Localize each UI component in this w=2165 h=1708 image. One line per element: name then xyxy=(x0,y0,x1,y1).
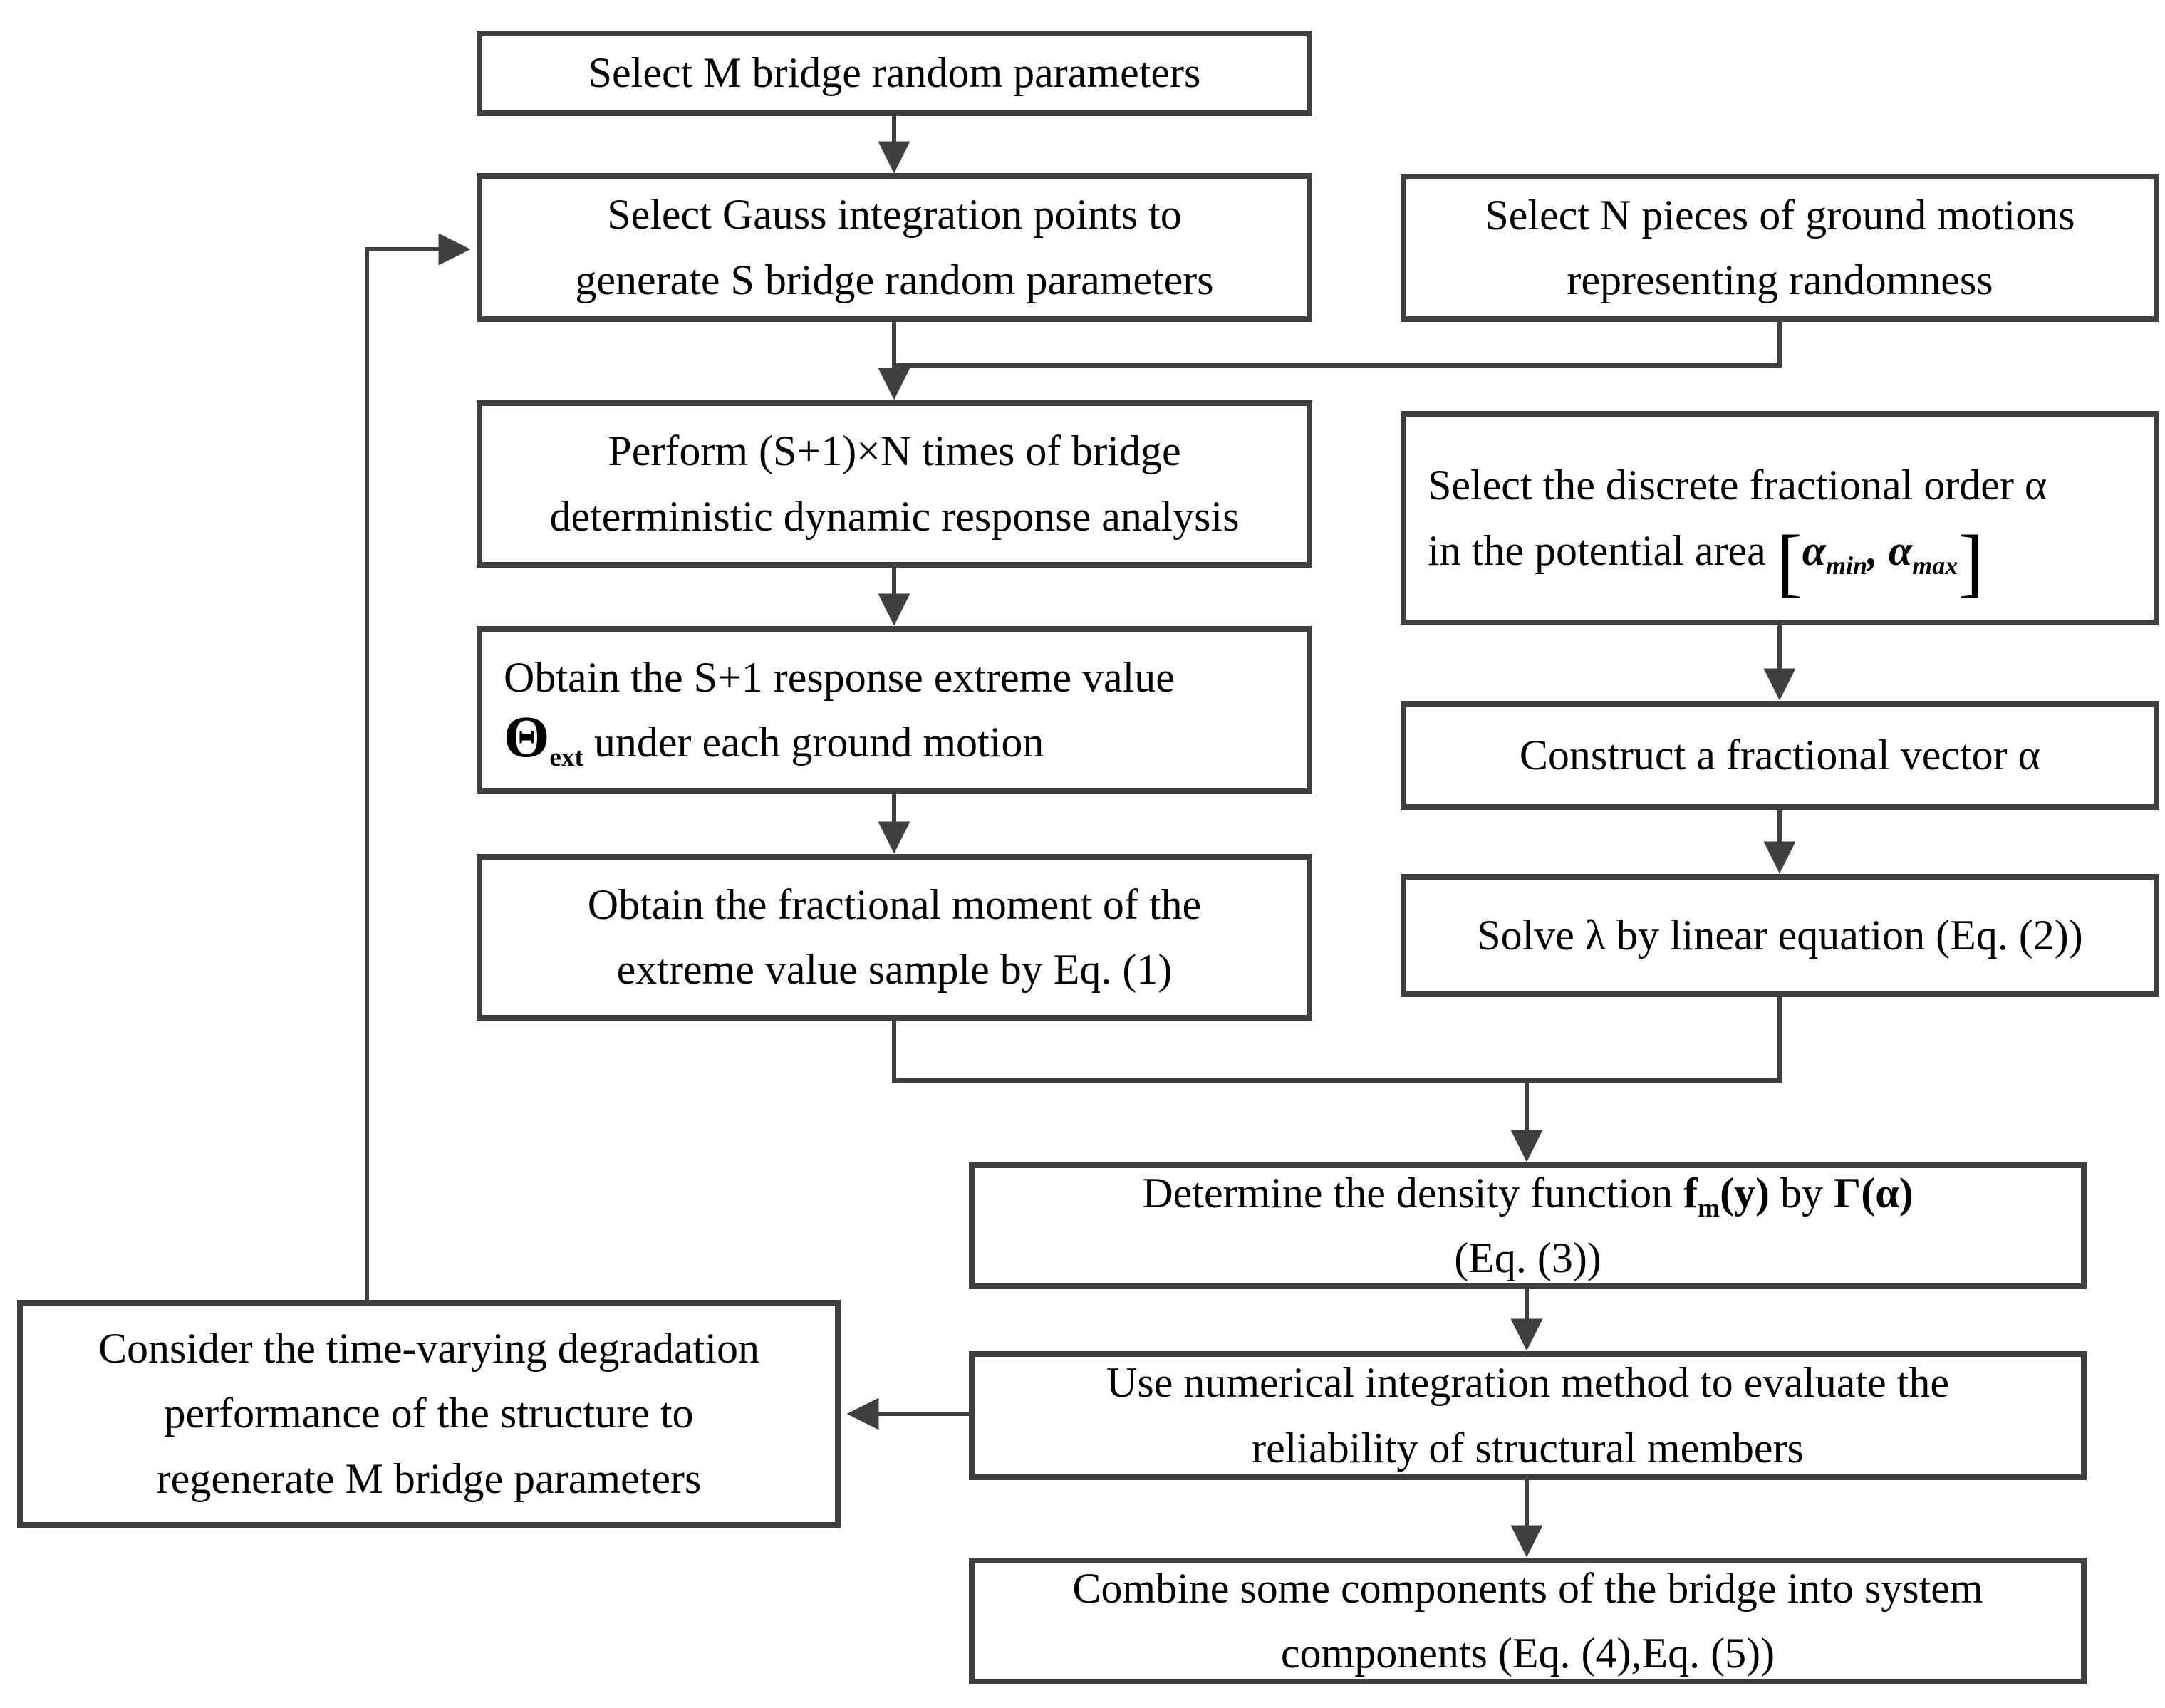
node-select-gauss-points: Select Gauss integration points to gener… xyxy=(477,173,1312,322)
elbow-solve-merge xyxy=(1525,997,1782,1083)
node-text: Select Gauss integration points to xyxy=(607,191,1182,239)
left-bracket: [ xyxy=(1776,519,1802,605)
node-obtain-fractional-moment: Obtain the fractional moment of the extr… xyxy=(477,854,1312,1021)
node-text: Use numerical integration method to eval… xyxy=(1106,1359,1949,1407)
node-text: components (Eq. (4),Eq. (5)) xyxy=(1280,1630,1775,1677)
node-select-m-parameters: Select M bridge random parameters xyxy=(477,31,1312,116)
theta-subscript: ext xyxy=(549,743,583,772)
node-text: generate S bridge random parameters xyxy=(575,256,1214,303)
node-solve-lambda: Solve λ by linear equation (Eq. (2)) xyxy=(1401,874,2159,997)
node-text: Obtain the fractional moment of the xyxy=(587,880,1202,928)
node-text: Combine some components of the bridge in… xyxy=(1072,1564,1983,1612)
node-consider-degradation: Consider the time-varying degradation pe… xyxy=(17,1300,841,1528)
node-construct-vector: Construct a fractional vector α xyxy=(1401,701,2159,810)
node-select-fractional-order: Select the discrete fractional order α i… xyxy=(1401,411,2159,625)
theta-symbol: Θ xyxy=(504,704,550,769)
node-select-ground-motions: Select N pieces of ground motions repres… xyxy=(1401,174,2159,322)
node-text: representing randomness xyxy=(1567,256,1993,303)
node-text: in the potential area [αmin, αmax] xyxy=(1428,519,1983,600)
node-text: (Eq. (3)) xyxy=(1454,1234,1601,1281)
node-determine-density: Determine the density function fm(y) by … xyxy=(969,1162,2087,1289)
node-text: Perform (S+1)×N times of bridge xyxy=(608,427,1181,475)
gamma-alpha-symbol: Γ(α) xyxy=(1834,1169,1914,1217)
node-text: Construct a fractional vector α xyxy=(1519,731,2041,779)
node-numerical-integration: Use numerical integration method to eval… xyxy=(969,1351,2087,1480)
node-text: extreme value sample by Eq. (1) xyxy=(616,946,1173,993)
node-text: deterministic dynamic response analysis xyxy=(549,492,1240,540)
node-text: Select N pieces of ground motions xyxy=(1485,191,2075,239)
node-text: Determine the density function fm(y) by … xyxy=(1142,1161,1913,1226)
node-text: Θext under each ground motion xyxy=(504,707,1044,775)
alpha-symbol: α xyxy=(1889,526,1913,574)
arrow-degradation-to-gauss xyxy=(365,233,471,1300)
density-function-subscript: m xyxy=(1698,1193,1720,1223)
node-obtain-extreme-value: Obtain the S+1 response extreme value Θe… xyxy=(477,626,1312,794)
node-combine-components: Combine some components of the bridge in… xyxy=(969,1558,2087,1684)
node-text: by xyxy=(1770,1169,1834,1217)
node-text: regenerate M bridge parameters xyxy=(156,1454,702,1502)
node-text: in the potential area xyxy=(1428,526,1777,574)
node-text: Select the discrete fractional order α xyxy=(1428,462,2047,509)
alpha-min: αmin xyxy=(1802,526,1867,578)
node-text: Obtain the S+1 response extreme value xyxy=(504,653,1175,701)
elbow-groundmotions-merge xyxy=(896,322,1782,368)
node-text: Determine the density function xyxy=(1142,1169,1684,1217)
alpha-min-subscript: min xyxy=(1825,551,1867,580)
node-text: performance of the structure to xyxy=(164,1390,694,1437)
elbow-moment-merge xyxy=(892,1021,1527,1083)
node-text: Solve λ by linear equation (Eq. (2)) xyxy=(1477,911,2083,959)
alpha-max: αmax xyxy=(1889,526,1958,578)
alpha-max-subscript: max xyxy=(1912,551,1958,580)
density-function-symbol: f xyxy=(1683,1169,1698,1217)
node-text: Select M bridge random parameters xyxy=(588,49,1201,97)
node-text: reliability of structural members xyxy=(1252,1424,1804,1472)
right-bracket: ] xyxy=(1958,519,1984,605)
density-function-args: (y) xyxy=(1720,1169,1770,1217)
node-perform-analysis: Perform (S+1)×N times of bridge determin… xyxy=(477,400,1312,568)
node-text: under each ground motion xyxy=(583,719,1044,766)
separator-comma: , xyxy=(1867,526,1889,574)
node-text: Consider the time-varying degradation xyxy=(98,1325,760,1373)
alpha-symbol: α xyxy=(1802,526,1826,574)
